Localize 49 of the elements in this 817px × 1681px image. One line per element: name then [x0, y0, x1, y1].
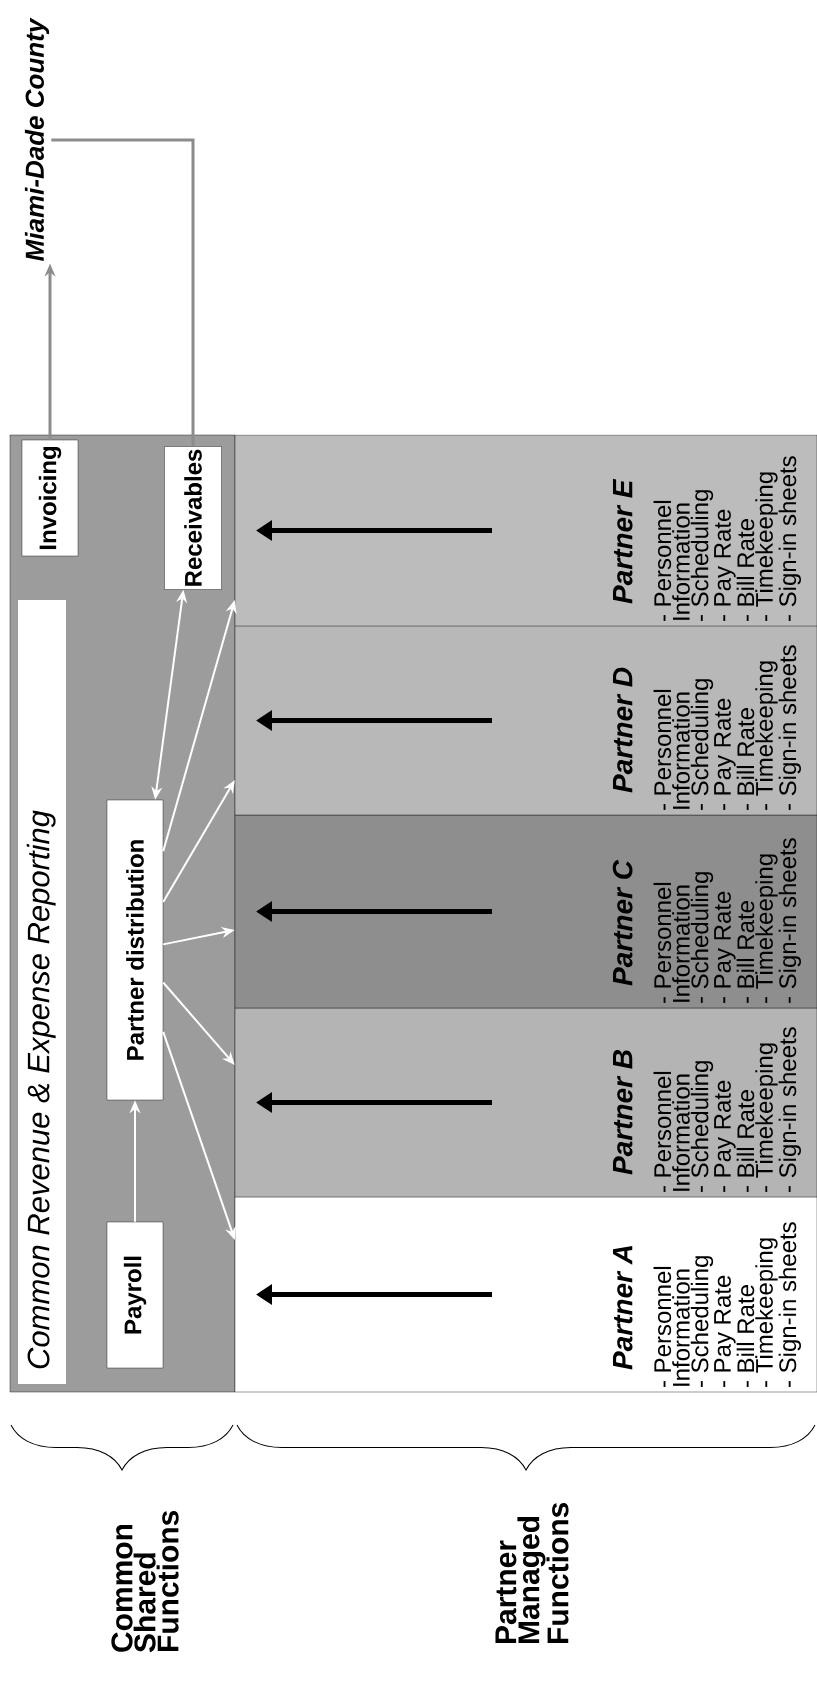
partner-column	[234, 814, 817, 1009]
list-item: - Timekeeping	[755, 1043, 778, 1192]
list-item: - Sign-in sheets	[778, 838, 801, 1003]
list-item: - Timekeeping	[755, 661, 778, 810]
column-heading: Partner E	[613, 478, 633, 604]
list-item: - Personnel Information	[653, 1071, 690, 1192]
list-item: - Bill Rate	[736, 519, 755, 621]
list-item: - Bill Rate	[736, 708, 755, 810]
partner-column	[234, 1007, 817, 1198]
heading-banner: Common Revenue & Expense Reporting	[18, 600, 66, 1384]
arrow	[162, 981, 235, 1065]
list-item: - Personnel Information	[653, 689, 690, 810]
list-item: - Timekeeping	[755, 472, 778, 621]
list-item: - Scheduling	[690, 490, 714, 621]
list-item: - Scheduling	[690, 1061, 714, 1192]
partner-column	[234, 1196, 817, 1393]
column-heading: Partner D	[613, 667, 633, 793]
text-box: Invoicing	[21, 439, 79, 557]
list-item: - Pay Rate	[714, 891, 736, 1003]
column-heading: Partner A	[613, 1246, 633, 1370]
list-item: - Pay Rate	[714, 698, 736, 810]
text-box: Receivables	[164, 446, 222, 590]
list-item: - Pay Rate	[714, 509, 736, 621]
text-box: Payroll	[106, 1221, 164, 1369]
list-item: - Sign-in sheets	[778, 1027, 801, 1192]
list-item: - Timekeeping	[755, 854, 778, 1003]
list-item: - Timekeeping	[755, 1238, 778, 1387]
list-item: - Bill Rate	[736, 901, 755, 1003]
text-box: Partner distribution	[106, 799, 164, 1101]
list-item: - Pay Rate	[714, 1275, 736, 1387]
destination-label: Miami-Dade County	[24, 17, 50, 261]
partner-column	[234, 625, 817, 816]
list-item: - Sign-in sheets	[778, 1222, 801, 1387]
list-item: - Pay Rate	[714, 1080, 736, 1192]
list-item: - Scheduling	[690, 679, 714, 810]
list-item: - Scheduling	[690, 872, 714, 1003]
list-item: - Sign-in sheets	[778, 645, 801, 810]
list-item: - Personnel Information	[653, 1266, 690, 1387]
list-item: - Personnel Information	[653, 882, 690, 1003]
list-item: - Personnel Information	[653, 500, 690, 621]
partner-column	[234, 434, 817, 627]
group-label: Partner Managed Functions	[495, 1502, 569, 1643]
column-heading: Partner B	[613, 1050, 633, 1175]
group-label: Common Shared Functions	[111, 1510, 179, 1653]
list-item: - Bill Rate	[736, 1285, 755, 1387]
list-item: - Sign-in sheets	[778, 456, 801, 621]
column-heading: Partner C	[612, 859, 633, 986]
list-item: - Bill Rate	[736, 1090, 755, 1192]
list-item: - Scheduling	[690, 1256, 714, 1387]
